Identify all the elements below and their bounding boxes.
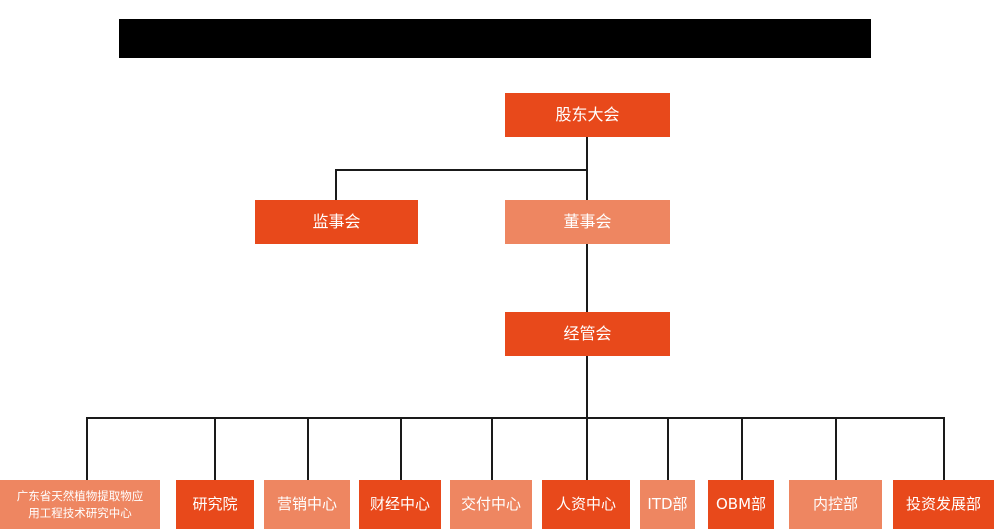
node-label: 营销中心 (276, 495, 337, 514)
node-label: 交付中心 (460, 495, 521, 514)
node-department-delivery-center[interactable]: 交付中心 (450, 480, 532, 529)
redacted-title-banner (119, 19, 871, 58)
node-department-marketing-center[interactable]: 营销中心 (264, 480, 350, 529)
node-department-internal-control[interactable]: 内控部 (789, 480, 882, 529)
connector-drop-1 (86, 417, 88, 480)
node-label: 研究院 (192, 495, 238, 514)
node-department-hr-center[interactable]: 人资中心 (542, 480, 630, 529)
connector-directors-to-management (586, 244, 588, 312)
connector-drop-4 (400, 417, 402, 480)
connector-to-supervisors (335, 169, 337, 200)
node-label: 经管会 (563, 324, 612, 343)
node-management-committee[interactable]: 经管会 (505, 312, 670, 356)
connector-level2-bus (335, 169, 587, 171)
connector-drop-5 (491, 417, 493, 480)
node-label: ITD部 (647, 495, 688, 514)
node-board-of-directors[interactable]: 董事会 (505, 200, 670, 244)
connector-drop-10 (943, 417, 945, 480)
node-label: 监事会 (312, 212, 361, 231)
node-department-research-institute[interactable]: 研究院 (176, 480, 254, 529)
node-label: 内控部 (812, 495, 858, 514)
node-label: 董事会 (563, 212, 612, 231)
node-label: 人资中心 (555, 495, 616, 514)
connector-drop-8 (741, 417, 743, 480)
node-board-of-supervisors[interactable]: 监事会 (255, 200, 418, 244)
node-shareholders-meeting[interactable]: 股东大会 (505, 93, 670, 137)
node-department-research-center[interactable]: 广东省天然植物提取物应 用工程技术研究中心 (0, 480, 160, 529)
connector-shareholders-down (586, 137, 588, 170)
connector-drop-3 (307, 417, 309, 480)
node-department-itd[interactable]: ITD部 (640, 480, 695, 529)
node-label: 财经中心 (369, 495, 430, 514)
connector-drop-2 (214, 417, 216, 480)
connector-drop-7 (667, 417, 669, 480)
node-label: OBM部 (715, 495, 767, 514)
node-label: 股东大会 (555, 105, 620, 124)
node-label: 广东省天然植物提取物应 用工程技术研究中心 (16, 488, 144, 520)
node-label: 投资发展部 (905, 495, 981, 514)
node-department-investment-development[interactable]: 投资发展部 (893, 480, 994, 529)
connector-to-directors (586, 169, 588, 200)
connector-department-bus (86, 417, 944, 419)
connector-drop-9 (835, 417, 837, 480)
node-department-obm[interactable]: OBM部 (708, 480, 774, 529)
node-department-finance-center[interactable]: 财经中心 (359, 480, 441, 529)
